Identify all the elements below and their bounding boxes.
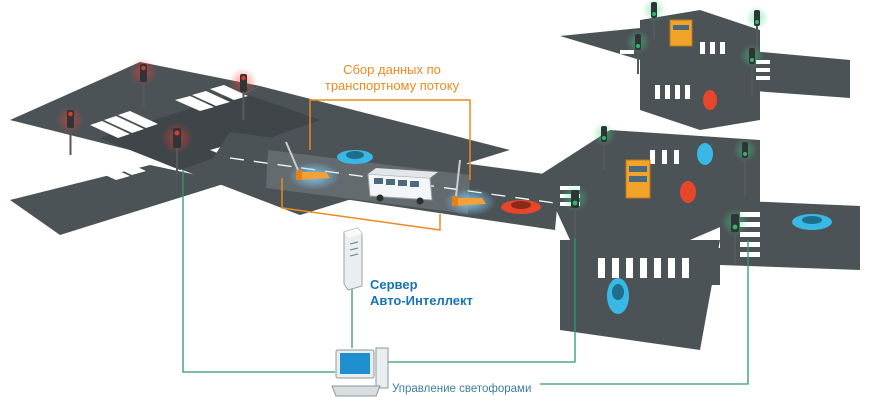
traffic-camera-icon xyxy=(285,141,340,190)
car-icon xyxy=(703,90,717,110)
bus-icon xyxy=(625,159,651,199)
traffic-light-icon xyxy=(740,44,764,96)
right-top-intersection xyxy=(560,10,850,130)
server-tower-icon xyxy=(343,227,363,291)
traffic-light-icon xyxy=(626,30,650,74)
traffic-light-icon xyxy=(592,122,616,170)
server-label-line2: Авто-Интеллект xyxy=(370,293,473,308)
data-collection-label-line2: транспортному потоку xyxy=(325,78,460,93)
traffic-control-label: Управление светофорами xyxy=(392,383,531,395)
data-collection-bracket xyxy=(281,99,471,231)
crosswalk-top xyxy=(620,42,770,99)
car-icon xyxy=(607,278,629,314)
traffic-light-icon xyxy=(129,58,157,108)
computer-workstation-icon xyxy=(331,347,389,397)
traffic-light-icon xyxy=(642,0,666,40)
car-icon xyxy=(337,150,373,164)
network-lines xyxy=(182,170,749,385)
traffic-light-icon xyxy=(161,122,193,176)
car-icon xyxy=(697,143,713,165)
server-label-line1: Сервер xyxy=(370,277,418,292)
traffic-camera-icon xyxy=(444,159,496,216)
traffic-light-icon xyxy=(733,138,757,196)
car-icon xyxy=(501,200,541,214)
traffic-light-icon xyxy=(56,106,84,155)
right-bottom-intersection xyxy=(540,130,860,350)
traffic-light-icon xyxy=(745,6,769,48)
car-icon xyxy=(792,214,832,230)
car-icon xyxy=(680,181,696,203)
traffic-light-icon xyxy=(229,68,257,120)
data-collection-label-line1: Сбор данных по xyxy=(343,62,441,77)
traffic-light-icon xyxy=(721,208,749,264)
traffic-light-icon xyxy=(561,184,589,238)
bus-icon xyxy=(669,19,693,47)
bus-icon xyxy=(367,168,438,205)
